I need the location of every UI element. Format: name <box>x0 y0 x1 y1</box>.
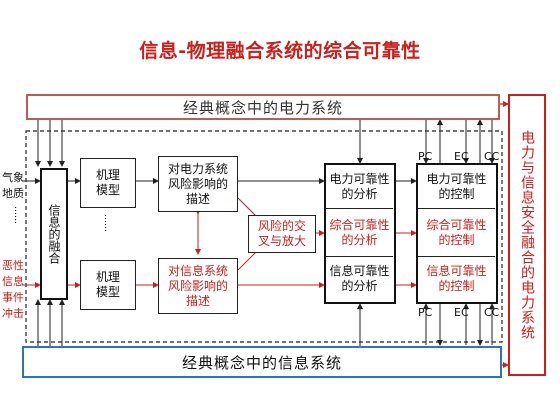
port-label-top-pc: PC <box>418 150 433 163</box>
info-risk-label: 对信息系统风险影响的描述 <box>167 263 228 308</box>
info-control-label: 信息可靠性的控制 <box>426 264 487 293</box>
port-label-bottom-pc: PC <box>418 306 433 319</box>
input-impact: 冲击 <box>2 307 24 320</box>
risk-cross-label: 风险的交叉与放大 <box>257 219 306 248</box>
port-label-top-cc: CC <box>484 150 500 163</box>
power-system-bar: 经典概念中的电力系统 <box>26 94 500 120</box>
info-risk-box: 对信息系统风险影响的描述 <box>158 258 238 314</box>
fused-power-system-label: 电力与信息安全融合的电力系统 <box>519 130 535 340</box>
info-system-bar: 经典概念中的信息系统 <box>22 346 502 378</box>
info-fusion-box: 信息的融合 <box>40 168 68 300</box>
combined-control-cell: 综合可靠性的控制 <box>418 209 495 257</box>
power-control-cell: 电力可靠性的控制 <box>418 165 495 209</box>
mechanism-model-bottom-label: 机理模型 <box>95 270 120 299</box>
analysis-column: 电力可靠性的分析 综合可靠性的分析 信息可靠性的分析 <box>324 163 396 304</box>
combined-control-label: 综合可靠性的控制 <box>426 217 487 247</box>
system-boundary <box>25 130 503 343</box>
input-geology: 地质 <box>2 187 24 200</box>
input-weather: 气象 <box>2 171 24 184</box>
port-label-top-ec: EC <box>454 150 469 163</box>
mechanism-model-top-label: 机理模型 <box>95 168 120 197</box>
mechanism-ellipsis: …… <box>102 214 112 232</box>
info-analysis-label: 信息可靠性的分析 <box>329 264 390 293</box>
power-analysis-cell: 电力可靠性的分析 <box>326 165 393 209</box>
info-fusion-label: 信息的融合 <box>47 204 61 264</box>
mechanism-model-top: 机理模型 <box>80 158 136 208</box>
info-system-label: 经典概念中的信息系统 <box>181 353 342 372</box>
power-risk-label: 对电力系统风险影响的描述 <box>167 161 228 206</box>
info-control-cell: 信息可靠性的控制 <box>418 257 495 301</box>
combined-analysis-cell: 综合可靠性的分析 <box>326 209 393 257</box>
fused-power-system-panel: 电力与信息安全融合的电力系统 <box>508 94 546 376</box>
power-control-label: 电力可靠性的控制 <box>426 171 487 201</box>
power-analysis-label: 电力可靠性的分析 <box>329 171 390 201</box>
page-title: 信息-物理融合系统的综合可靠性 <box>139 40 421 62</box>
risk-cross-box: 风险的交叉与放大 <box>248 215 316 253</box>
power-system-label: 经典概念中的电力系统 <box>182 98 343 117</box>
control-column: 电力可靠性的控制 综合可靠性的控制 信息可靠性的控制 <box>416 163 498 304</box>
mechanism-model-bottom: 机理模型 <box>80 260 136 310</box>
port-label-bottom-ec: EC <box>454 306 469 319</box>
input-event: 事件 <box>2 291 24 304</box>
combined-analysis-label: 综合可靠性的分析 <box>329 217 390 247</box>
port-label-bottom-cc: CC <box>484 306 500 319</box>
input-information: 信息 <box>2 275 24 288</box>
power-risk-box: 对电力系统风险影响的描述 <box>158 156 238 212</box>
input-ellipsis: …… <box>12 206 22 224</box>
input-malicious: 恶性 <box>2 259 24 272</box>
info-analysis-cell: 信息可靠性的分析 <box>326 257 393 301</box>
